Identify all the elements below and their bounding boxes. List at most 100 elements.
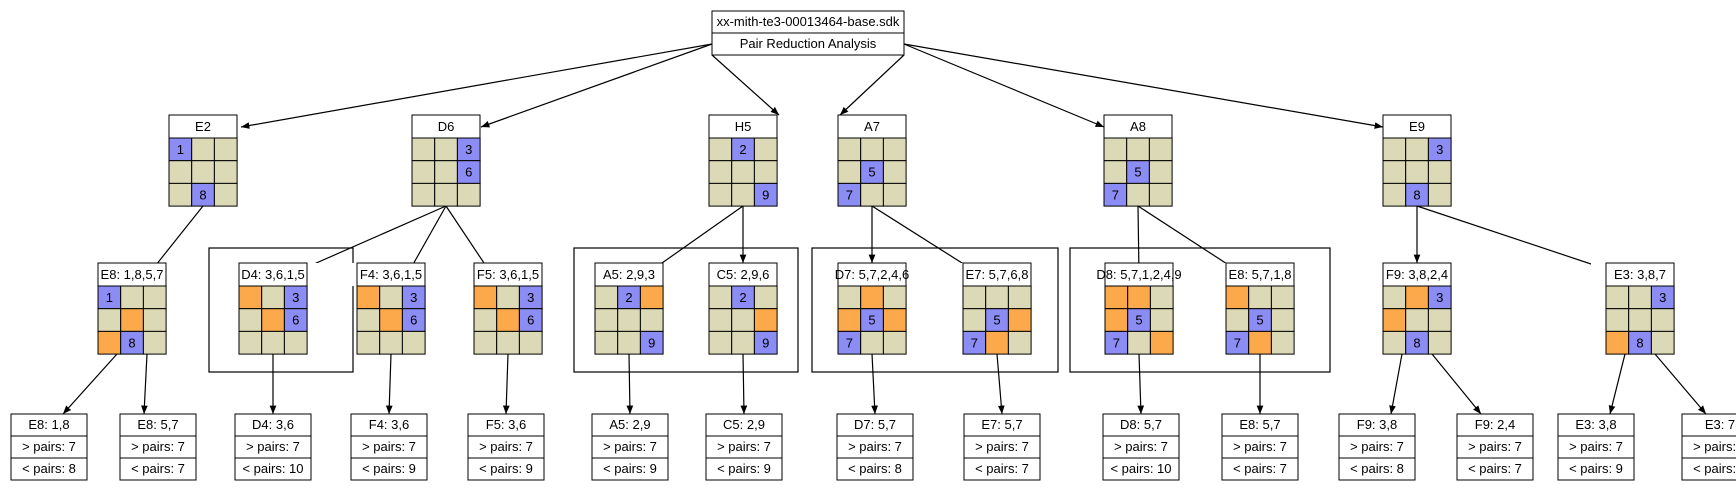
candidate-node: F5: 3,6,1,536 xyxy=(455,262,561,355)
leaf-less: < pairs: 9 xyxy=(1569,461,1623,476)
branch-grid-cell-3-3 xyxy=(753,182,778,207)
leaf-box xyxy=(119,413,197,481)
node-layer: xx-mith-te3-00013464-base.sdk Pair Reduc… xyxy=(10,10,1736,481)
leaf-box xyxy=(10,413,88,481)
leaf-title: E8: 1,8 xyxy=(28,417,69,432)
candidate-title: C5: 2,9,6 xyxy=(717,267,770,282)
candidate-grid-cell-1-1 xyxy=(594,285,619,310)
branch-title: D6 xyxy=(438,119,455,134)
candidate-grid-digit: 1 xyxy=(106,290,113,305)
candidate-grid-cell-2-3 xyxy=(142,308,167,332)
branch-grid-cell-2-1 xyxy=(168,160,193,184)
candidate-title: E8: 5,7,1,8 xyxy=(1229,267,1292,282)
branch-grid-cell-3-2 xyxy=(731,182,755,207)
candidate-grid-cell-1-3 xyxy=(882,285,907,310)
edge-candidate-leaf xyxy=(626,353,634,415)
leaf-node: C5: 2,9> pairs: 7< pairs: 9 xyxy=(705,413,783,481)
leaf-more: > pairs: 7 xyxy=(22,439,76,454)
edge-layer xyxy=(62,43,1707,415)
candidate-title: F5: 3,6,1,5 xyxy=(477,267,539,282)
candidate-grid-cell-1-1 xyxy=(708,285,733,310)
candidate-grid-digit: 8 xyxy=(128,335,135,350)
branch-grid-cell-2-3 xyxy=(1148,160,1173,184)
candidate-grid-cell-2-1 xyxy=(238,308,263,332)
branch-grid-cell-3-3 xyxy=(1148,182,1173,207)
leaf-box xyxy=(591,413,669,481)
leaf-box xyxy=(1338,413,1416,481)
candidate-grid-cell-2-1 xyxy=(1225,308,1250,332)
leaf-title: A5: 2,9 xyxy=(609,417,650,432)
candidate-grid-cell-2-1 xyxy=(708,308,733,332)
candidate-title-bg xyxy=(220,263,326,286)
candidate-grid-cell-3-2 xyxy=(1127,330,1151,355)
candidate-grid-cell-2-3 xyxy=(1650,308,1675,332)
edge-candidate-leaf xyxy=(1389,353,1403,415)
branch-grid-cell-1-3 xyxy=(882,137,907,162)
edge-root-a7 xyxy=(839,54,905,116)
candidate-grid-cell-2-1 xyxy=(837,308,862,332)
leaf-node: E7: 5,7> pairs: 7< pairs: 7 xyxy=(963,413,1041,481)
candidate-grid-digit: 2 xyxy=(739,290,746,305)
branch-grid-cell-2-3 xyxy=(213,160,238,184)
candidate-node: D7: 5,7,2,4,657 xyxy=(815,262,929,355)
candidate-title: F4: 3,6,1,5 xyxy=(360,267,422,282)
edge-candidate-leaf xyxy=(385,353,393,415)
edge-candidate-leaf xyxy=(1654,353,1707,415)
branch-grid-cell-1-3 xyxy=(1148,137,1173,162)
leaf-box xyxy=(1557,413,1635,481)
edge-root-a8 xyxy=(903,43,1105,128)
leaf-node: F9: 2,4> pairs: 7< pairs: 7 xyxy=(1456,413,1534,481)
branch-grid-cell-1-2 xyxy=(860,137,884,162)
candidate-grid-cell-1-1 xyxy=(473,285,498,310)
cluster-box-4 xyxy=(1069,247,1331,373)
candidate-grid-digit: 5 xyxy=(993,313,1000,328)
candidate-grid-digit: 3 xyxy=(410,290,417,305)
branch-grid-cell-2-3 xyxy=(882,160,907,184)
candidate-grid-cell-3-1 xyxy=(97,330,122,355)
leaf-more: > pairs: 7 xyxy=(1468,439,1522,454)
leaf-more: > pairs: 7 xyxy=(1233,439,1287,454)
branch-grid-cell-2-2 xyxy=(191,160,215,184)
candidate-grid-cell-1-2 xyxy=(261,285,285,310)
candidate-grid-cell-3-3 xyxy=(401,330,426,355)
candidate-grid-cell-1-2 xyxy=(1628,285,1652,310)
edge-candidate-leaf xyxy=(1431,353,1482,415)
candidate-grid-cell-2-3 xyxy=(1149,308,1174,332)
candidate-grid-cell-3-3 xyxy=(142,330,167,355)
leaf-less: < pairs: 10 xyxy=(1110,461,1171,476)
leaf-more: > pairs: 7 xyxy=(603,439,657,454)
leaf-title: E8: 5,7 xyxy=(137,417,178,432)
candidate-grid-cell-2-2 xyxy=(261,308,285,332)
leaf-box xyxy=(350,413,428,481)
candidate-grid-digit: 2 xyxy=(625,290,632,305)
leaf-node: F4: 3,6> pairs: 7< pairs: 9 xyxy=(350,413,428,481)
edge-candidate-leaf xyxy=(871,353,878,415)
branch-grid-cell-3-2 xyxy=(434,182,458,207)
branch-grid-cell-1-1 xyxy=(708,137,733,162)
candidate-grid-cell-2-2 xyxy=(731,308,755,332)
candidate-title-bg xyxy=(694,263,792,286)
candidate-grid-cell-2-3 xyxy=(639,308,664,332)
leaf-less: < pairs: 7 xyxy=(975,461,1029,476)
leaf-more: > pairs: 7 xyxy=(975,439,1029,454)
candidate-grid-cell-2-3 xyxy=(1270,308,1295,332)
leaf-more: > pairs: 7 xyxy=(131,439,185,454)
candidate-grid-digit: 9 xyxy=(762,335,769,350)
branch-grid-cell-1-3 xyxy=(753,137,778,162)
candidate-node: F4: 3,6,1,536 xyxy=(338,262,444,355)
branch-grid-cell-3-3 xyxy=(1427,182,1452,207)
leaf-node: A5: 2,9> pairs: 7< pairs: 9 xyxy=(591,413,669,481)
branch-grid-cell-2-2 xyxy=(731,160,755,184)
candidate-grid-cell-3-2 xyxy=(731,330,755,355)
leaf-node: F5: 3,6> pairs: 7< pairs: 9 xyxy=(467,413,545,481)
candidate-grid-cell-1-1 xyxy=(962,285,987,310)
leaf-node: E3: 7> pairs: 6< pairs: 5 xyxy=(1681,413,1736,481)
edge-candidate-leaf xyxy=(141,353,148,415)
branch-grid-digit: 5 xyxy=(868,165,875,180)
candidate-title: E8: 1,8,5,7 xyxy=(101,267,164,282)
candidate-grid-cell-1-2 xyxy=(496,285,520,310)
candidate-title-bg xyxy=(815,263,929,286)
candidate-grid-cell-3-3 xyxy=(1270,330,1295,355)
candidate-grid-cell-3-3 xyxy=(1427,330,1452,355)
